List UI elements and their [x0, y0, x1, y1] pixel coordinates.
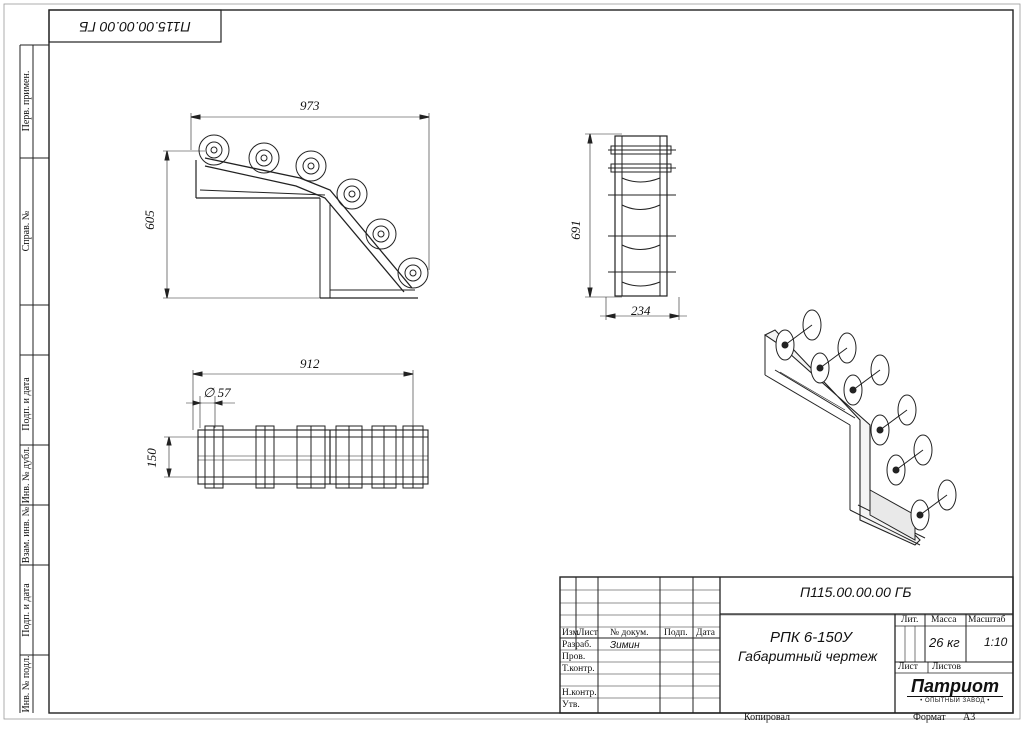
- dim-top-diameter: ∅ 57: [203, 385, 231, 400]
- row-utv: Утв.: [562, 700, 580, 710]
- company-subtitle: • ОПЫТНЫЙ ЗАВОД •: [920, 698, 990, 704]
- front-view: [585, 133, 687, 320]
- label-listov: Листов: [932, 662, 962, 672]
- header-list: Лист: [578, 628, 598, 638]
- side-label-perv-primen: Перв. примен.: [21, 70, 32, 132]
- mirrored-stamp-code: П115.00.00.00 ГБ: [52, 14, 218, 40]
- row-razrab: Разраб.: [562, 640, 592, 650]
- mass-value: 26 кг: [929, 635, 960, 650]
- dim-side-width: 973: [300, 98, 320, 113]
- product-name: РПК 6-150У: [770, 629, 852, 646]
- footer-format: Формат: [913, 712, 946, 723]
- razrab-name: Зимин: [610, 640, 640, 651]
- label-massa: Масса: [931, 615, 957, 625]
- dim-side-height: 605: [141, 210, 157, 230]
- dim-top-length: 912: [300, 356, 320, 371]
- title-code: П115.00.00.00 ГБ: [800, 584, 912, 600]
- title-block-grid: [559, 576, 1014, 714]
- dim-front-width: 234: [631, 303, 651, 318]
- isometric-view: [763, 309, 957, 546]
- scale-value: 1:10: [984, 635, 1008, 649]
- header-data: Дата: [696, 628, 715, 638]
- company-name: Патриот: [907, 676, 1003, 697]
- side-label-inv-podl: Инв. № подл.: [21, 655, 32, 713]
- header-podp: Подп.: [664, 628, 688, 638]
- label-list: Лист: [898, 662, 918, 672]
- row-t-kontr: Т.контр.: [562, 664, 595, 674]
- row-n-kontr: Н.контр.: [562, 688, 597, 698]
- header-dokum: № докум.: [610, 628, 649, 638]
- label-lit: Лит.: [901, 615, 919, 625]
- footer-format-value: А3: [963, 712, 976, 723]
- dim-front-height: 691: [567, 220, 583, 240]
- company-logo: Патриот • ОПЫТНЫЙ ЗАВОД •: [900, 676, 1010, 710]
- footer-kopiroval: Копировал: [744, 712, 790, 723]
- header-izm: Изм: [562, 628, 579, 638]
- label-masshtab: Масштаб: [968, 615, 1006, 625]
- document-title: Габаритный чертеж: [738, 648, 878, 664]
- top-view: [164, 370, 429, 489]
- dim-top-width: 150: [143, 448, 159, 468]
- side-view: [163, 113, 430, 299]
- side-label-sprav-no: Справ. №: [21, 210, 32, 252]
- mirrored-stamp-text: П115.00.00.00 ГБ: [79, 19, 191, 35]
- row-prov: Пров.: [562, 652, 586, 662]
